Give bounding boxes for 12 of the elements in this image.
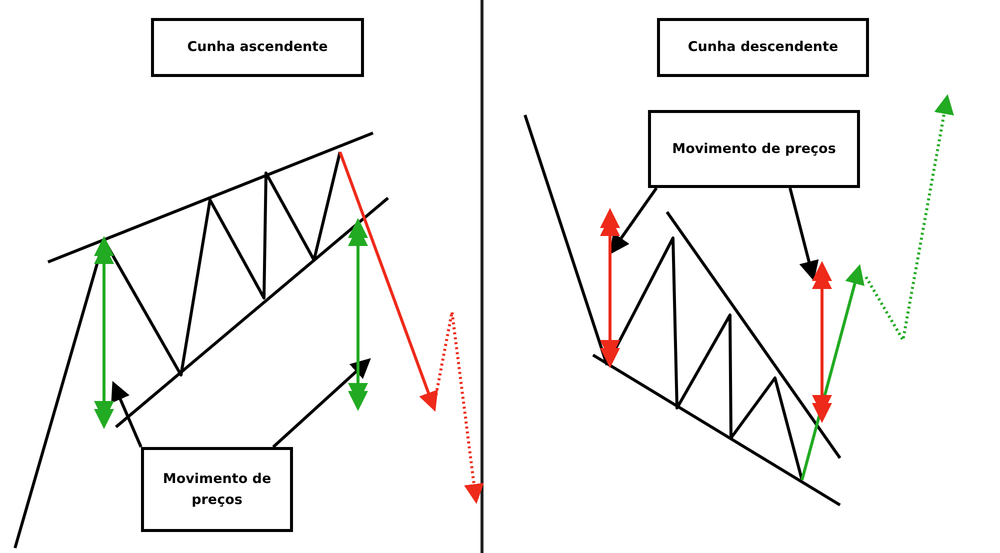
label-box: Movimento de preços [648, 110, 860, 188]
label-box: Movimento de preços [141, 447, 293, 532]
label-box: Cunha descendente [657, 18, 869, 77]
measure-arrow [348, 218, 368, 411]
measure-arrow [600, 208, 620, 368]
leader-arrow [788, 188, 819, 282]
leader-arrow [610, 187, 658, 254]
measure-arrow [94, 236, 114, 429]
leader-arrow [111, 380, 142, 448]
leader-arrow [272, 358, 371, 448]
measure-arrow [812, 261, 832, 423]
label-box: Cunha ascendente [151, 18, 364, 77]
